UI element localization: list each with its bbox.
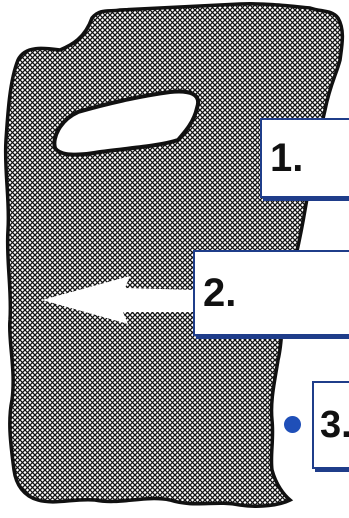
label-box-1: 1. <box>260 118 349 198</box>
dot-icon <box>284 416 301 433</box>
label-3-text: 3. <box>320 404 349 447</box>
label-1-text: 1. <box>270 136 303 181</box>
label-box-2: 2. <box>193 250 349 336</box>
label-box-3: 3. <box>312 381 349 469</box>
label-2-text: 2. <box>203 271 236 316</box>
